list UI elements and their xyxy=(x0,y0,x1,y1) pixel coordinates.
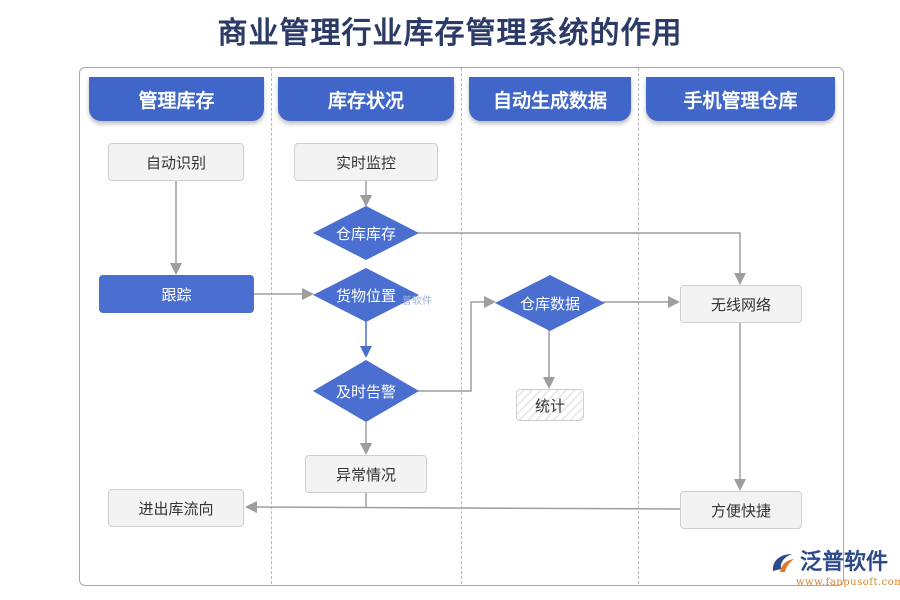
arrow-convenient-to-flow xyxy=(245,501,681,514)
brand-logo-icon xyxy=(772,554,794,572)
node-timely-alert: 及时告警 xyxy=(313,360,419,422)
node-goods-location: 货物位置 xyxy=(313,268,419,322)
node-warehouse-stock: 仓库库存 xyxy=(313,206,419,260)
node-realtime-monitor: 实时监控 xyxy=(294,143,438,181)
lane-separator xyxy=(271,68,272,584)
node-in-out-flow: 进出库流向 xyxy=(108,489,244,527)
node-warehouse-data: 仓库数据 xyxy=(495,275,605,331)
brand-url: www.fanpusoft.com xyxy=(796,577,900,588)
brand-name: 泛普软件 xyxy=(800,550,889,575)
lane-separator xyxy=(461,68,462,584)
lane-header-manage-stock: 管理库存 xyxy=(89,77,264,121)
node-wireless: 无线网络 xyxy=(680,285,802,323)
node-convenient: 方便快捷 xyxy=(680,491,802,529)
arrow-alert-to-data xyxy=(417,296,496,392)
node-auto-identify: 自动识别 xyxy=(108,143,244,181)
lane-header-mobile-warehouse: 手机管理仓库 xyxy=(646,77,835,121)
node-goods-location-label: 货物位置 xyxy=(335,286,396,305)
lane-separator xyxy=(638,68,639,584)
node-abnormal: 异常情况 xyxy=(305,455,427,493)
brand-watermark: 泛普软件 xyxy=(770,551,888,575)
node-statistics: 统计 xyxy=(516,389,584,421)
lane-header-auto-data: 自动生成数据 xyxy=(469,77,631,121)
node-warehouse-data-label: 仓库数据 xyxy=(519,294,580,313)
lane-header-stock-status: 库存状况 xyxy=(278,77,454,121)
diagram-title: 商业管理行业库存管理系统的作用 xyxy=(217,16,683,51)
arrow-stock-to-wireless xyxy=(417,232,746,285)
node-track: 跟踪 xyxy=(99,275,254,313)
node-warehouse-stock-label: 仓库库存 xyxy=(335,224,396,243)
node-timely-alert-label: 及时告警 xyxy=(335,382,396,401)
watermark-ghost-text: 普软件 xyxy=(402,296,432,307)
